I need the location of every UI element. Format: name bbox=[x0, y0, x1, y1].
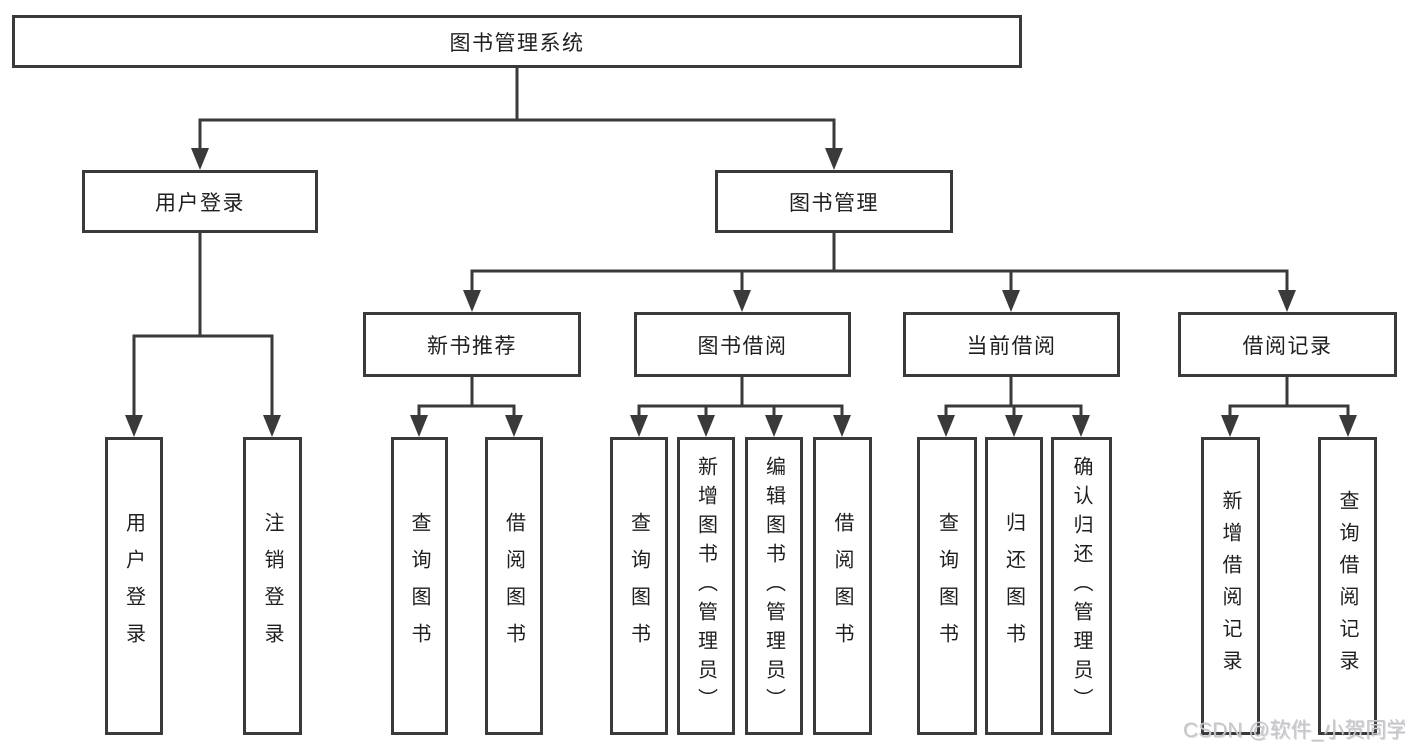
leaf-confirm-return-admin: 确认归还（管理员） bbox=[1051, 437, 1112, 735]
connector-root-to-level2 bbox=[191, 68, 843, 170]
leaf-add-book-admin: 新增图书（管理员） bbox=[677, 437, 735, 735]
leaf-borrow-books-recommend: 借阅图书 bbox=[485, 437, 543, 735]
connector-current-borrow-children bbox=[937, 377, 1090, 437]
leaf-query-books-borrow: 查询图书 bbox=[610, 437, 668, 735]
node-new-book-recommend: 新书推荐 bbox=[363, 312, 581, 377]
node-current-borrow: 当前借阅 bbox=[903, 312, 1120, 377]
leaf-return-books: 归还图书 bbox=[985, 437, 1043, 735]
node-root: 图书管理系统 bbox=[12, 15, 1022, 68]
connector-new-book-recommend-children bbox=[410, 377, 523, 437]
leaf-borrow-books: 借阅图书 bbox=[813, 437, 872, 735]
leaf-add-borrow-record: 新增借阅记录 bbox=[1201, 437, 1260, 735]
node-borrow-records: 借阅记录 bbox=[1178, 312, 1397, 377]
leaf-query-borrow-record: 查询借阅记录 bbox=[1318, 437, 1377, 735]
connector-borrow-records-children bbox=[1221, 377, 1357, 437]
leaf-logout: 注销登录 bbox=[243, 437, 302, 735]
leaf-user-login: 用户登录 bbox=[105, 437, 163, 735]
node-book-management: 图书管理 bbox=[715, 170, 953, 233]
leaf-edit-book-admin: 编辑图书（管理员） bbox=[745, 437, 803, 735]
node-user-login: 用户登录 bbox=[82, 170, 318, 233]
connector-user-login-children bbox=[125, 233, 281, 437]
connector-book-borrow-children bbox=[630, 377, 851, 437]
node-book-borrow: 图书借阅 bbox=[634, 312, 851, 377]
leaf-query-books-recommend: 查询图书 bbox=[391, 437, 448, 735]
connector-book-management-children bbox=[463, 233, 1296, 312]
watermark: CSDN @软件_小贺同学 bbox=[1183, 719, 1405, 742]
leaf-query-books-current: 查询图书 bbox=[917, 437, 977, 735]
